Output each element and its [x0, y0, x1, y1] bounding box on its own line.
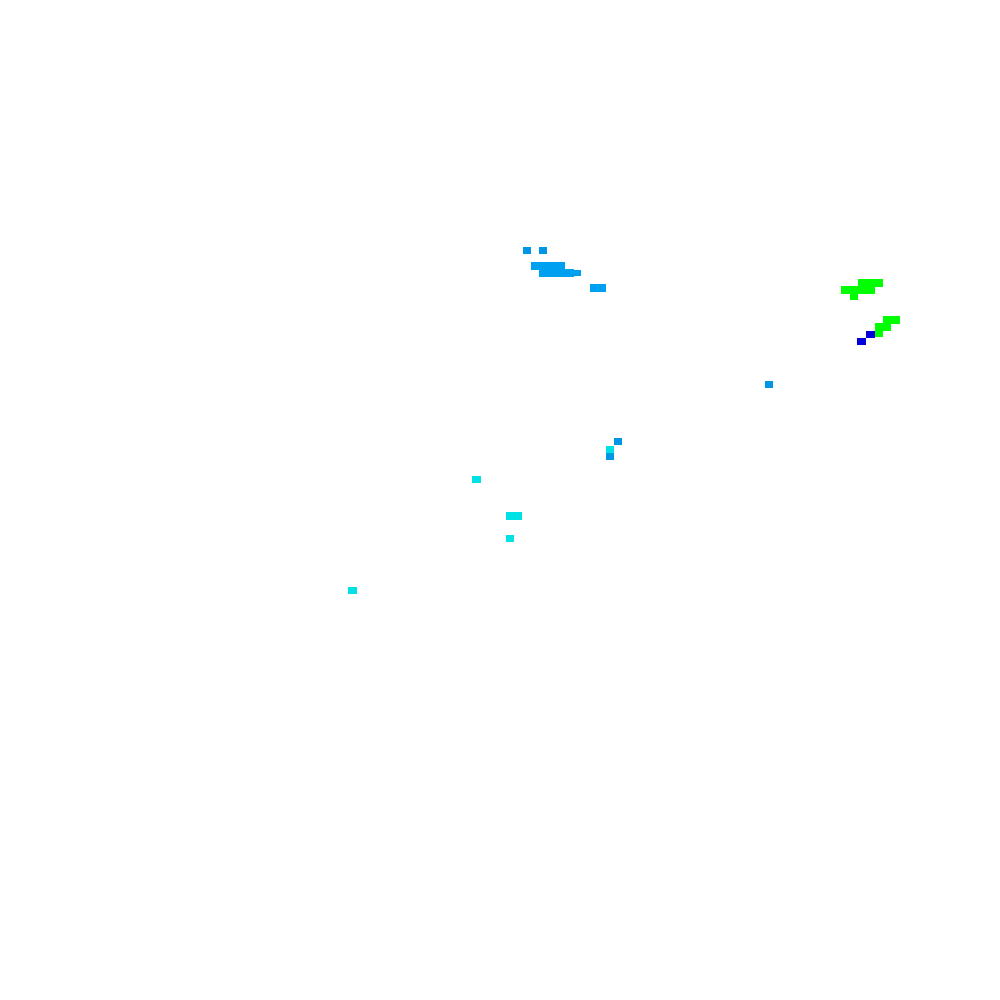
- pixel-block: [523, 247, 531, 254]
- pixel-cluster: [883, 316, 900, 324]
- pixel-block: [765, 381, 773, 388]
- pixel-block: [857, 338, 866, 345]
- pixel-block: [506, 535, 514, 542]
- pixel-cluster: [531, 262, 565, 270]
- pixel-block: [348, 587, 357, 594]
- pixel-cluster: [858, 279, 883, 287]
- pixel-block: [606, 453, 614, 460]
- pixel-cluster: [875, 323, 891, 331]
- pixel-block: [850, 293, 858, 300]
- pixel-block: [606, 446, 614, 453]
- pixel-block: [539, 247, 547, 254]
- pixel-block: [472, 476, 481, 483]
- pixel-block: [614, 438, 622, 445]
- pixel-cluster: [539, 269, 574, 277]
- pixel-block: [573, 270, 581, 276]
- pixel-cluster: [841, 286, 875, 294]
- pixel-block: [506, 512, 522, 520]
- pixel-block: [590, 284, 606, 292]
- pixel-block: [875, 330, 883, 337]
- pixel-block: [866, 331, 875, 338]
